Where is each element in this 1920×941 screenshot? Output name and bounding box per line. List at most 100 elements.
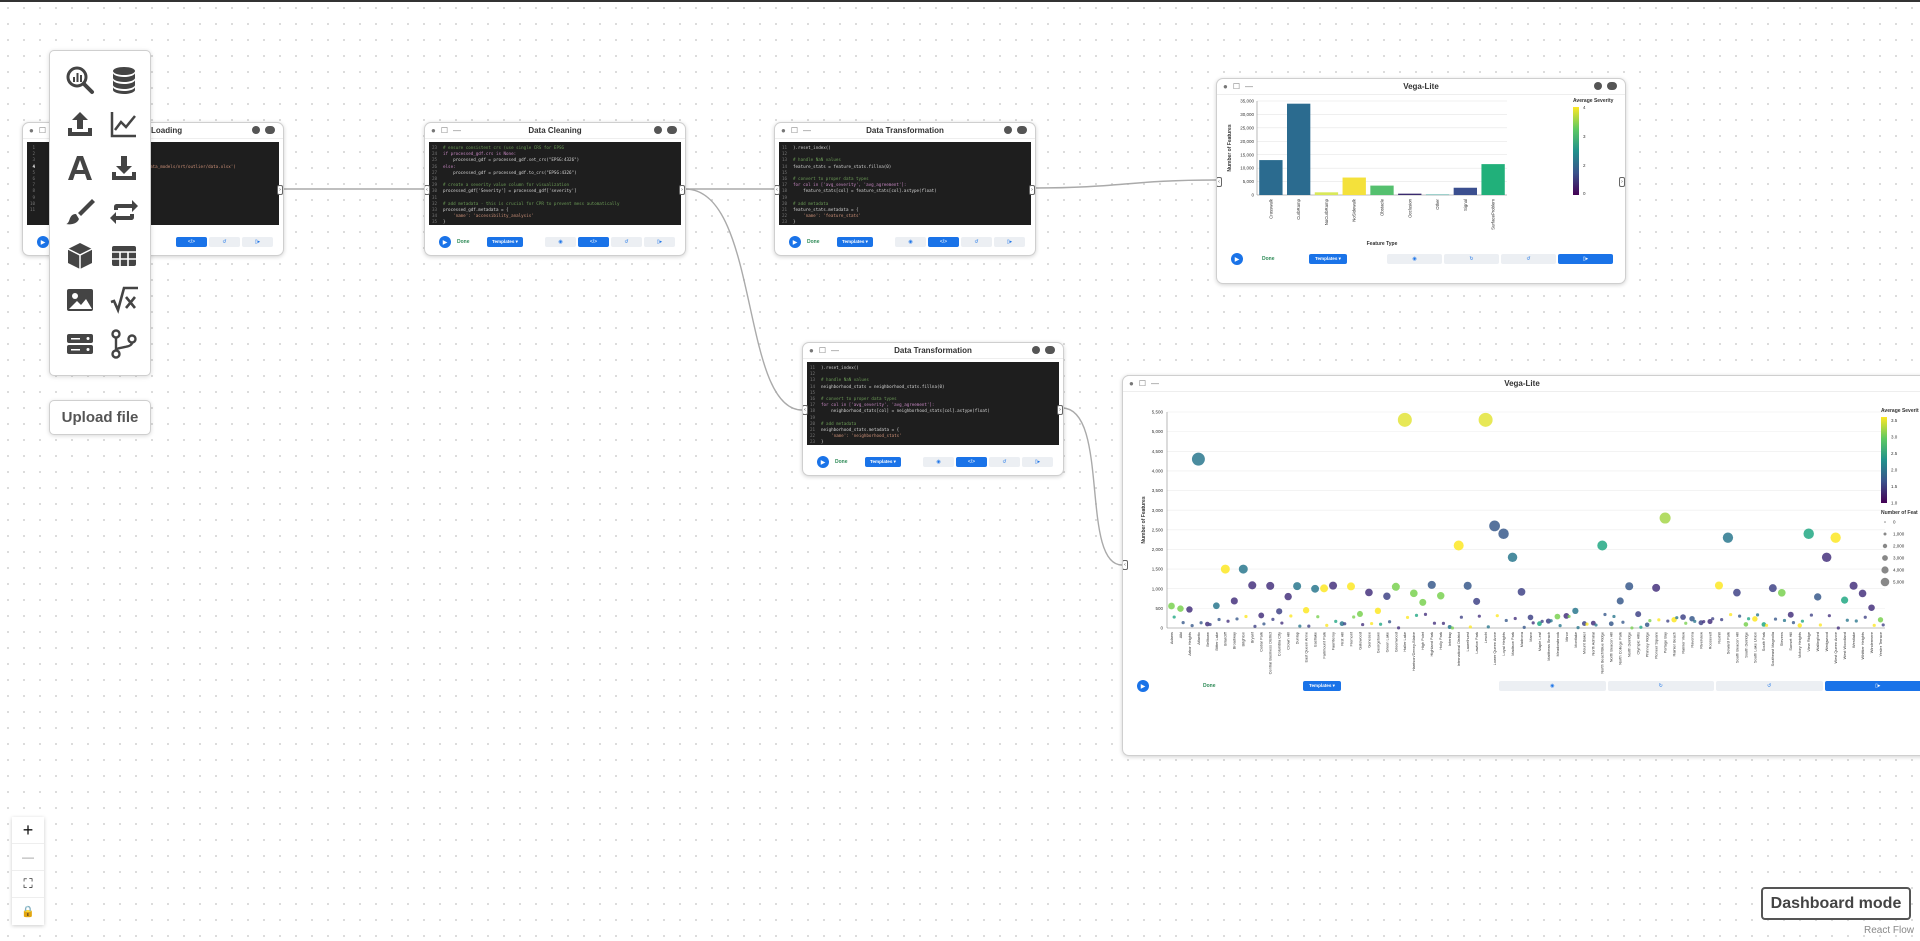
view-toggle[interactable]: ◉ ↻ ↺ ▯▸: [1387, 254, 1613, 264]
input-handle[interactable]: ‹: [425, 185, 430, 195]
input-handle[interactable]: ‹: [1217, 177, 1222, 187]
code-editor[interactable]: 23# ensure consistent crs (use single CR…: [429, 142, 681, 225]
undo-button[interactable]: ↺: [989, 457, 1020, 467]
code-view-button[interactable]: </>: [928, 237, 959, 247]
code-line[interactable]: 32# add metadata - this is crucial for C…: [429, 201, 681, 207]
code-line[interactable]: 29# create a severity value column for v…: [429, 182, 681, 188]
code-line[interactable]: 11).reset_index(): [779, 145, 1031, 151]
output-handle[interactable]: ›: [1029, 185, 1035, 195]
window-controls[interactable]: ●☐—: [809, 346, 840, 355]
code-line[interactable]: 22 'name': 'neighborhood_stats': [807, 433, 1059, 439]
code-line[interactable]: 23}: [807, 439, 1059, 445]
image-icon[interactable]: [64, 284, 96, 316]
code-line[interactable]: 20# add metadata: [807, 421, 1059, 427]
input-handle[interactable]: ‹: [803, 405, 808, 415]
code-line[interactable]: 22 'name': 'feature_stats': [779, 213, 1031, 219]
code-view-button[interactable]: </>: [176, 237, 207, 247]
window-controls[interactable]: ●☐—: [1129, 379, 1160, 388]
output-button[interactable]: ▯▸: [644, 237, 675, 247]
templates-button[interactable]: Templates ▾: [1309, 254, 1347, 264]
refresh-button[interactable]: ↻: [1607, 681, 1714, 691]
server-icon[interactable]: [64, 328, 96, 360]
input-handle[interactable]: ‹: [775, 185, 780, 195]
node-header[interactable]: ●☐— Vega-Lite: [1217, 79, 1625, 95]
output-button[interactable]: ▯▸: [994, 237, 1025, 247]
react-flow-attribution[interactable]: React Flow: [1864, 925, 1915, 936]
table-icon[interactable]: [108, 240, 140, 272]
code-line[interactable]: 13# handle NaN values: [807, 377, 1059, 383]
dashboard-mode-button[interactable]: Dashboard mode: [1761, 887, 1911, 920]
analysis-icon[interactable]: [64, 64, 96, 96]
run-button[interactable]: ▶: [789, 236, 801, 248]
code-line[interactable]: 19: [807, 415, 1059, 421]
database-icon[interactable]: [108, 64, 140, 96]
view-toggle[interactable]: ◉ </> ↺ ▯▸: [545, 237, 675, 247]
code-line[interactable]: 11).reset_index(): [807, 365, 1059, 371]
output-button[interactable]: ▯▸: [242, 237, 273, 247]
code-line[interactable]: 12: [807, 371, 1059, 377]
node-header[interactable]: ●☐— Data Transformation: [803, 343, 1063, 359]
run-button[interactable]: ▶: [37, 236, 49, 248]
upload-icon[interactable]: [64, 108, 96, 140]
preview-button[interactable]: ◉: [923, 457, 954, 467]
window-controls[interactable]: ●☐—: [1223, 82, 1254, 91]
templates-button[interactable]: Templates ▾: [837, 237, 873, 247]
branch-icon[interactable]: [108, 328, 140, 360]
code-line[interactable]: 31: [429, 195, 681, 201]
templates-button[interactable]: Templates ▾: [865, 457, 901, 467]
code-line[interactable]: 12: [779, 151, 1031, 157]
preview-button[interactable]: ◉: [1499, 681, 1606, 691]
line-chart-icon[interactable]: [108, 108, 140, 140]
node-header-icons[interactable]: [654, 126, 677, 134]
code-line[interactable]: 25 processed_gdf = processed_gdf.set_crs…: [429, 157, 681, 163]
node-data-transformation-1[interactable]: ●☐— Data Transformation 11).reset_index(…: [774, 122, 1036, 256]
preview-button[interactable]: ◉: [545, 237, 576, 247]
undo-button[interactable]: ↺: [1716, 681, 1823, 691]
code-line[interactable]: 18 feature_stats[col] = feature_stats[co…: [779, 188, 1031, 194]
transform-icon[interactable]: [108, 196, 140, 228]
code-line[interactable]: 27 processed_gdf = processed_gdf.to_crs(…: [429, 170, 681, 176]
code-line[interactable]: 18 neighborhood_stats[col] = neighborhoo…: [807, 408, 1059, 414]
view-toggle[interactable]: ◉ </> ↺ ▯▸: [923, 457, 1053, 467]
output-button[interactable]: ▯▸: [1824, 681, 1920, 691]
code-view-button[interactable]: </>: [578, 237, 609, 247]
output-button[interactable]: ▯▸: [1022, 457, 1053, 467]
undo-button[interactable]: ↺: [209, 237, 240, 247]
node-header[interactable]: ●☐— Vega-Lite: [1123, 376, 1920, 392]
fit-view-button[interactable]: ⛶: [12, 871, 44, 898]
view-toggle[interactable]: ◉ ↻ ↺ ▯▸: [1499, 681, 1920, 691]
undo-button[interactable]: ↺: [611, 237, 642, 247]
input-handle[interactable]: ‹: [1123, 560, 1128, 570]
math-formula-icon[interactable]: [108, 284, 140, 316]
view-toggle[interactable]: ◉ </> ↺ ▯▸: [895, 237, 1025, 247]
node-header-icons[interactable]: [1032, 346, 1055, 354]
lock-button[interactable]: 🔒: [21, 906, 35, 918]
node-header-icons[interactable]: [1004, 126, 1027, 134]
run-button[interactable]: ▶: [439, 236, 451, 248]
code-line[interactable]: 16# convert to proper data types: [807, 396, 1059, 402]
refresh-button[interactable]: ↻: [1444, 254, 1499, 264]
templates-button[interactable]: Templates ▾: [487, 237, 523, 247]
preview-button[interactable]: ◉: [895, 237, 926, 247]
node-header[interactable]: ●☐— Data Cleaning: [425, 123, 685, 139]
undo-button[interactable]: ↺: [1501, 254, 1556, 264]
code-line[interactable]: 35}: [429, 219, 681, 225]
code-line[interactable]: 23}: [779, 219, 1031, 225]
preview-button[interactable]: ◉: [1387, 254, 1442, 264]
node-header-icons[interactable]: [1594, 82, 1617, 90]
code-line[interactable]: 15: [779, 170, 1031, 176]
code-line[interactable]: 20# add metadata: [779, 201, 1031, 207]
output-handle[interactable]: ›: [679, 185, 685, 195]
text-icon[interactable]: [64, 152, 96, 184]
code-line[interactable]: 34 'name': 'accessibility_analysis': [429, 213, 681, 219]
zoom-in-button[interactable]: +: [12, 817, 44, 844]
